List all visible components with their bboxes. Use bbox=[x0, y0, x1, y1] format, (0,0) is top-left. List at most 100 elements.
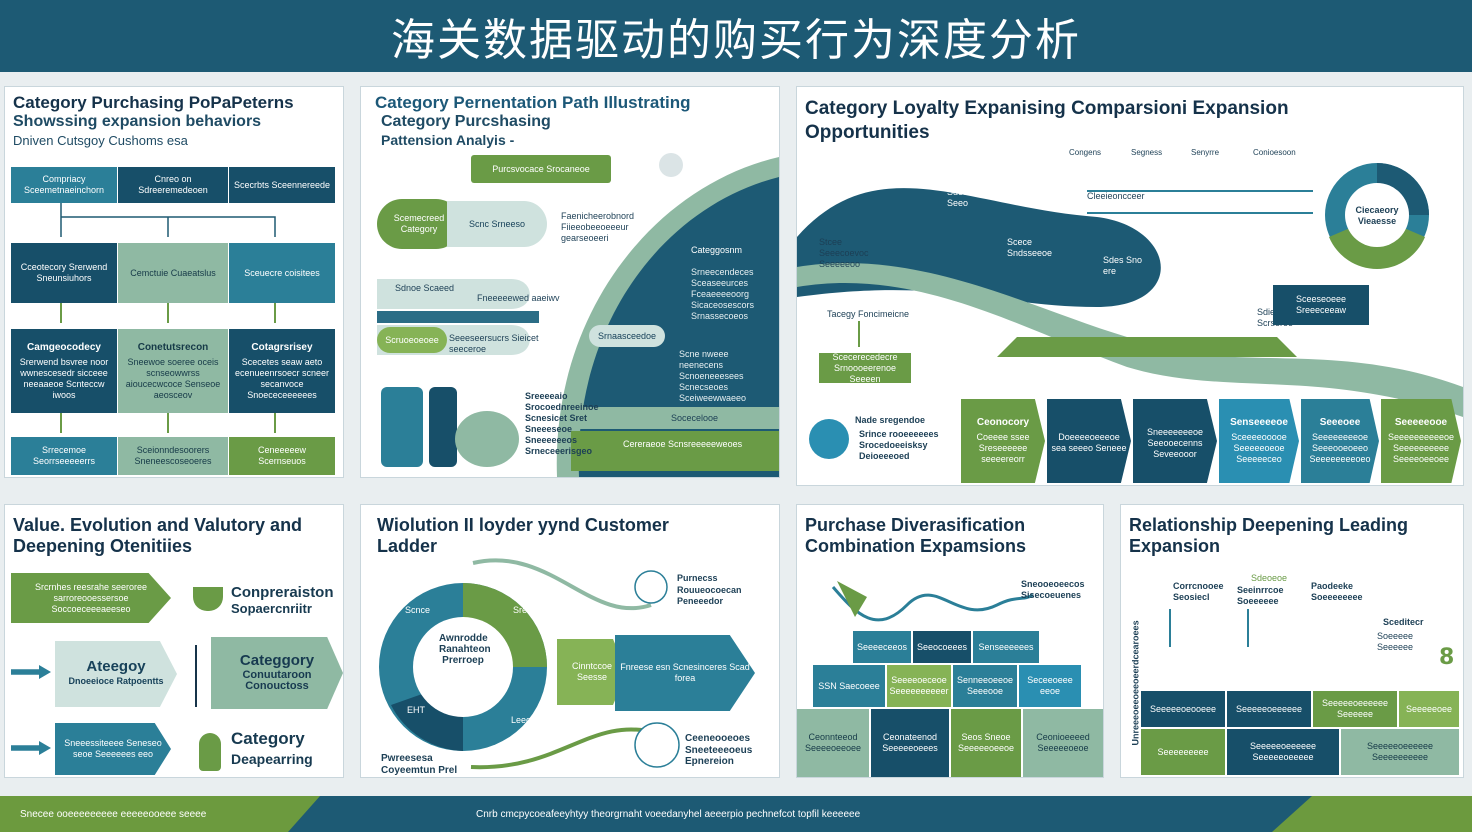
panel2-subtitle: Category Purcshasing bbox=[381, 113, 551, 130]
panel5-t1: Purnecss bbox=[677, 573, 718, 583]
panel1-row3-box3-title: Cotagrsrisey bbox=[251, 341, 313, 353]
panel3-axis-4: Conioesoon bbox=[1253, 148, 1296, 157]
panel3-flow-label: Cleeieoncceer bbox=[1087, 191, 1145, 201]
panel7-band-1: Seeeeeoeooeee bbox=[1141, 691, 1225, 727]
panel2-tag: Purcsvocace Srocaneoe bbox=[471, 155, 611, 183]
panel3-rightbox: Sceeseoeee Sreeeceeaw bbox=[1273, 285, 1369, 325]
panel4-arrow-1: Srcrnhes reesrahe seeroree sarroreooesse… bbox=[11, 573, 171, 623]
panel7-title-block: Relationship Deepening Leading Expansion bbox=[1129, 515, 1455, 557]
panel7-band-3: Seeeeeoeeeeee Seeeeee bbox=[1313, 691, 1397, 727]
panel-loyalty-ladder: Wiolution II loyder yynd Customer Ladder… bbox=[360, 504, 780, 778]
panel3-col-6-text: Seeeeeeeeeeoe Seeeeeeeeee Seeeeoeeoee bbox=[1387, 432, 1455, 464]
panel4-r2: Categgory bbox=[239, 651, 315, 669]
footer-right-accent bbox=[1272, 796, 1472, 832]
panel5-ring-1: Scnce bbox=[405, 605, 431, 615]
panel3-label-2: Sdec Seeo bbox=[947, 187, 969, 208]
panel3-greenbox: Scecerecedecre Srnoooeerenoe Seeeen bbox=[819, 352, 911, 384]
panel2-darkhead: Categgosnm bbox=[691, 245, 743, 255]
panel6-r2-c3: Senneeoeeoe Seeeooe bbox=[953, 665, 1017, 707]
panel7-head-3: Paodeeke Soeeeeeeee bbox=[1311, 581, 1363, 602]
panel7-tick-2 bbox=[1247, 609, 1249, 647]
footer-bar: Snecee ooeeeeeeeee eeeeeooeee seeee Cnrb… bbox=[0, 796, 1472, 832]
panel2-pillC: Srnaasceedoe bbox=[589, 325, 665, 347]
panel2-note3: Sreeeeaio Srocoednreeinoe Scnesicet Sret… bbox=[525, 391, 599, 456]
footer-left-text: Snecee ooeeeeeeeee eeeeeooeee seeee bbox=[20, 809, 207, 820]
panel3-title: Category Loyalty Expanising Comparsioni … bbox=[805, 98, 1289, 119]
panel3-axis-2: Segness bbox=[1131, 148, 1163, 157]
panel6-title-block: Purchase Diverasification Combination Ex… bbox=[805, 515, 1095, 557]
panel4-left-arrow2-icon bbox=[11, 741, 51, 755]
panel6-graphics bbox=[831, 581, 1034, 622]
panel1-connectors bbox=[60, 203, 276, 433]
panel3-circle-label: Ciecaeory Vieaesse bbox=[1355, 205, 1399, 226]
panel7-band2-1: Seeeeeeeee bbox=[1141, 729, 1225, 775]
panel3-col-3-text: Sneeeeeeeoe Seeooecenns Seveeooor bbox=[1146, 426, 1204, 459]
panel3-note-title: Nade sregendoe bbox=[855, 415, 926, 425]
panel3-axis-3: Senyrre bbox=[1191, 148, 1220, 157]
panel3-axis-1: Congens bbox=[1069, 148, 1102, 157]
panel7-head-1: Corrcnooee Seosiecl bbox=[1173, 581, 1224, 602]
panel4-r3s: Deapearring bbox=[231, 751, 313, 767]
panel3-col-5-title: Seeeoee bbox=[1319, 417, 1361, 428]
panel5-t2: Ceeneooeoes bbox=[685, 733, 751, 744]
panel3-graphics bbox=[797, 163, 1463, 417]
panel2-bottomgreen: Cereraeoe Scnsreeeeeweoes bbox=[623, 439, 743, 449]
panel6-r2-c2: Seeeeoeceoe Seeeeeeeeeer bbox=[887, 665, 951, 707]
panel5-title2: Ladder bbox=[377, 536, 438, 556]
panel3-ribbon-label: Tacegy Foncimeicne bbox=[827, 309, 910, 319]
panel4-title2: Deepening Otenitiies bbox=[13, 536, 193, 556]
panel2-title: Category Pernentation Path Illustrating bbox=[375, 93, 691, 112]
panel7-band2-3: Seeeeeoeeeeee Seeeeeeeeee bbox=[1341, 729, 1459, 775]
panel2-pill1b: Scnc Srneeso bbox=[447, 201, 547, 247]
panel5-bottom-left2: Coyeemtun Prel bbox=[381, 765, 458, 776]
panel5-title: Wiolution II loyder yynd Customer bbox=[377, 515, 669, 535]
panel3-col-6-title: Seeeeeooe bbox=[1394, 417, 1448, 428]
panel3-note: Srince rooeeeeees Srocedoeeisksy Deioeee… bbox=[859, 429, 939, 461]
panel5-t2s: Sneeteeeoeus Epnereion bbox=[685, 745, 753, 767]
panel3-col-3: Sneeeeeeeoe Seeooecenns Seveeooor bbox=[1133, 399, 1217, 483]
panel6-r2-c4: Seceeoeee eeoe bbox=[1019, 665, 1081, 707]
panel-category-purchasing: Category Purchasing PoPaPeterns Showssin… bbox=[4, 86, 344, 478]
panel4-r1s: Sopaercnriitr bbox=[231, 601, 312, 616]
panel3-title-block: Category Loyalty Expanising Comparsioni … bbox=[805, 97, 1455, 145]
panel2-leftgreen: Scruoeoeoee bbox=[377, 327, 447, 353]
panel1-subtitle2: Dniven Cutsgoy Cushoms esa bbox=[13, 133, 188, 148]
panel6-title: Purchase Diverasification bbox=[805, 515, 1026, 535]
panel7-title2: Expansion bbox=[1129, 536, 1221, 556]
panel3-col-1-text: Coeeee ssee Sreseeeeee seeeereorr bbox=[976, 432, 1030, 464]
panel5-title-block: Wiolution II loyder yynd Customer Ladder bbox=[377, 515, 771, 557]
panel3-col-4-text: Sceeeeooooe Seeeeeoeoe Seeeeeceo bbox=[1231, 432, 1287, 464]
panel4-arrow-2-title: Ateegoy bbox=[86, 658, 146, 675]
panel6-title2: Combination Expamsions bbox=[805, 536, 1027, 556]
panel4-title-block: Value. Evolution and Valutory and Deepen… bbox=[13, 515, 335, 557]
panel2-label2b: Fneeeeewed aaeiwv bbox=[477, 293, 560, 303]
panel1-row3-box2-text: Sneewoe soeree oceis scnseowwrss aioucec… bbox=[125, 356, 221, 400]
panel3-col-2-text: Doeeeeoeeeoe sea seeeo Seneee bbox=[1051, 432, 1127, 453]
panel2-subtitle2: Pattension Analyis - bbox=[381, 132, 515, 148]
panel2-strip: Socecelooe bbox=[671, 413, 719, 423]
panel1-title-block: Category Purchasing PoPaPeterns Showssin… bbox=[13, 93, 335, 150]
panel7-right2: Soeeeee Seeeeee bbox=[1377, 631, 1414, 652]
panel3-title2: Opportunities bbox=[805, 122, 930, 143]
panel4-plant-icon bbox=[199, 733, 221, 771]
panel7-band-2: Seeeeeoeeeeee bbox=[1227, 691, 1311, 727]
panel6-r1-c1: Seeeeceeos bbox=[853, 631, 911, 663]
panel2-title-block: Category Pernentation Path Illustrating … bbox=[375, 93, 771, 150]
footer-center-text: Cnrb cmcpycoeafeeyhtyy theorgrnaht voeed… bbox=[476, 809, 861, 820]
panel4-left-arrow-icon bbox=[11, 665, 51, 679]
panel7-number: 8 bbox=[1439, 645, 1455, 670]
panel4-bowl-icon bbox=[193, 587, 223, 611]
panel3-col-5-text: Seeeeeeeeoe Seeeooeoeeo Seeeeeeeeoeo bbox=[1309, 432, 1371, 464]
panel2-note2: Seeeseersucrs Sieicet seeceroe bbox=[449, 333, 539, 354]
panel1-row1-box1: Compriacy Sceemetnaeinchorn bbox=[11, 167, 117, 203]
panel5-ring-2: Sre bbox=[513, 605, 528, 615]
panel1-row3-box3-text: Scecetes seaw aeto ecenueenrsoecr scneer… bbox=[234, 356, 330, 400]
